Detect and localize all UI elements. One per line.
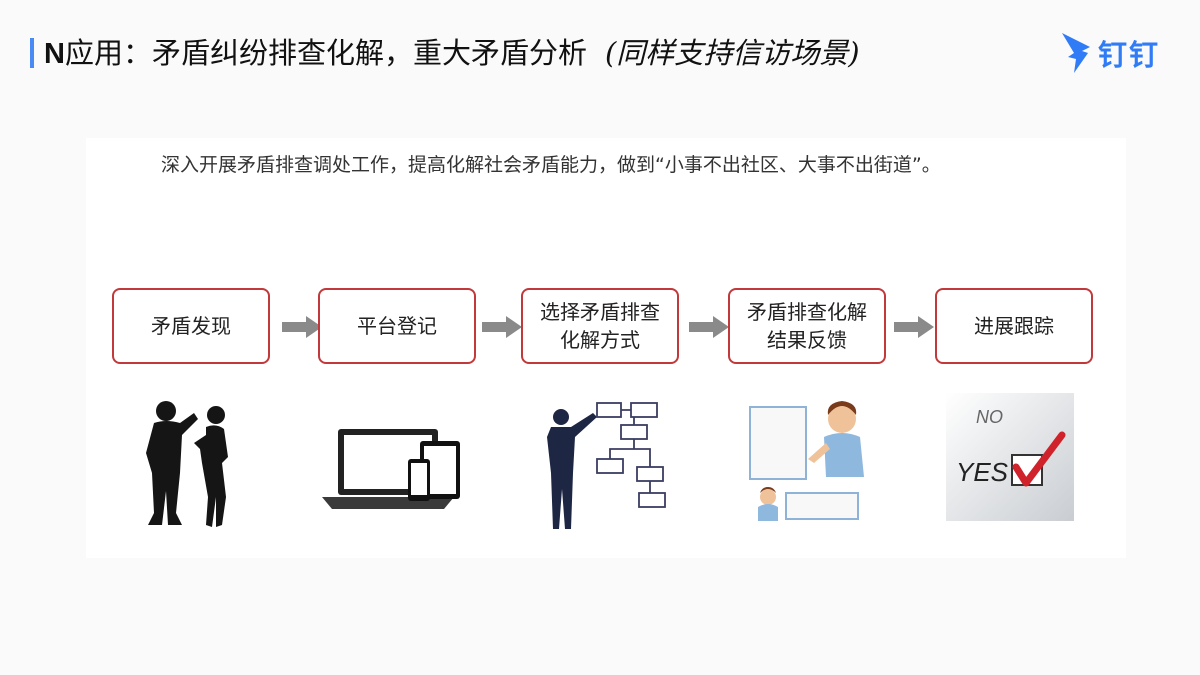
step-label: 矛盾排查化解结果反馈 <box>747 300 867 352</box>
yes-label: YES <box>956 457 1009 487</box>
intro-text: 深入开展矛盾排查调处工作，提高化解社会矛盾能力，做到“小事不出社区、大事不出街道… <box>161 154 941 176</box>
devices-icon <box>322 429 460 509</box>
title-prefix: N <box>44 38 65 70</box>
step-discover: 矛盾发现 <box>112 288 270 364</box>
title-main: 应用：矛盾纠纷排查化解，重大矛盾分析 <box>64 36 587 70</box>
arrow-right-icon <box>689 316 729 338</box>
step-tracking: 进展跟踪 <box>935 288 1093 364</box>
arrow-right-icon <box>482 316 522 338</box>
yes-no-checkbox-icon: NO YES <box>946 393 1074 521</box>
page-title: N应用：矛盾纠纷排查化解，重大矛盾分析 (同样支持信访场景) <box>44 30 860 72</box>
step-register: 平台登记 <box>318 288 476 364</box>
dingtalk-wing-icon <box>1062 33 1090 73</box>
step-label: 平台登记 <box>357 314 437 338</box>
title-subtitle: (同样支持信访场景) <box>604 36 860 70</box>
planning-man-icon <box>547 402 666 529</box>
step-label: 矛盾发现 <box>151 314 231 338</box>
step-label: 选择矛盾排查化解方式 <box>540 300 660 352</box>
step-feedback: 矛盾排查化解结果反馈 <box>728 288 886 364</box>
step-label: 进展跟踪 <box>974 314 1054 338</box>
title-accent-bar <box>30 38 34 68</box>
content-card: 深入开展矛盾排查调处工作，提高化解社会矛盾能力，做到“小事不出社区、大事不出街道… <box>86 138 1126 558</box>
arrow-right-icon <box>894 316 934 338</box>
no-label: NO <box>976 407 1003 427</box>
brand-name: 钉钉 <box>1098 38 1161 72</box>
dingtalk-logo: 钉钉 <box>1060 28 1180 78</box>
feedback-people-icon <box>749 401 864 521</box>
conflict-silhouette-icon <box>146 401 228 527</box>
arrow-right-icon <box>282 316 322 338</box>
step-select-method: 选择矛盾排查化解方式 <box>521 288 679 364</box>
